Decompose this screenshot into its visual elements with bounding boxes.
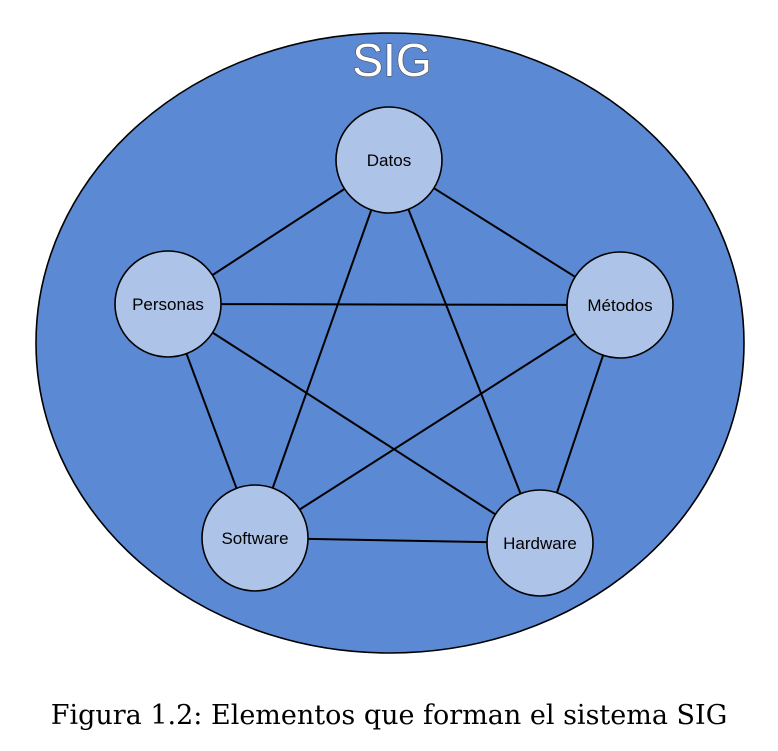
node-circle-datos [335, 106, 443, 214]
edge-software-hardware [307, 537, 488, 544]
node-label-software: Software [221, 529, 288, 548]
sig-title: SIG [352, 34, 431, 86]
node-circle-metodos [566, 251, 674, 359]
node-personas: Personas [114, 250, 222, 358]
edge-personas-metodos [220, 303, 568, 306]
edge-datos-hardware [407, 208, 522, 495]
node-datos: Datos [335, 106, 443, 214]
node-metodos: Métodos [566, 251, 674, 359]
figure-caption: Figura 1.2: Elementos que forman el sist… [50, 700, 728, 731]
node-circle-personas [114, 250, 222, 358]
node-hardware: Hardware [486, 489, 594, 597]
connection-lines [185, 187, 605, 544]
edge-metodos-software [299, 332, 576, 511]
edge-datos-metodos [433, 187, 576, 278]
node-label-personas: Personas [132, 295, 204, 314]
node-label-metodos: Métodos [587, 296, 652, 315]
node-label-hardware: Hardware [503, 534, 577, 553]
edge-metodos-hardware [555, 354, 605, 494]
edge-datos-software [271, 209, 373, 489]
node-software: Software [201, 484, 309, 592]
node-label-datos: Datos [367, 151, 411, 170]
edge-datos-personas [211, 188, 346, 276]
node-circle-hardware [486, 489, 594, 597]
edge-personas-hardware [212, 331, 496, 516]
node-circle-software [201, 484, 309, 592]
edge-personas-software [185, 353, 238, 489]
